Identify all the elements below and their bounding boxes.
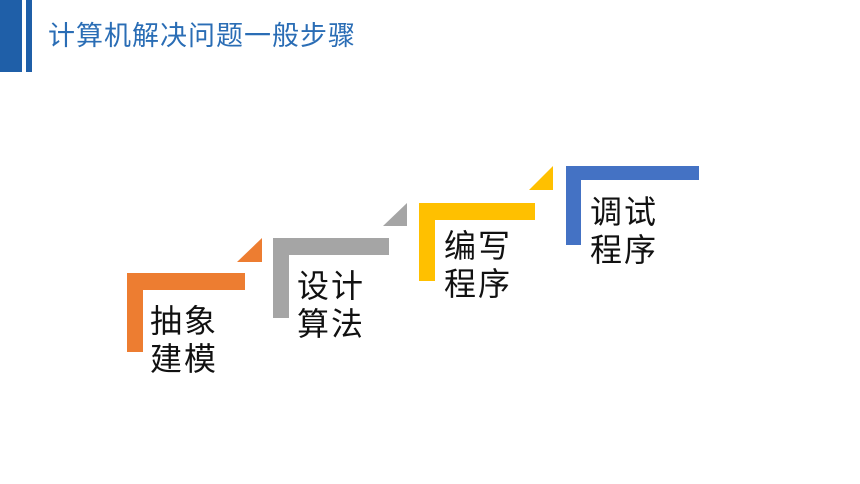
step-4-line-1: 调试 — [590, 193, 659, 231]
step-2-line-2: 算法 — [297, 305, 366, 343]
step-2-shape — [273, 203, 407, 318]
header-bar-left — [0, 0, 22, 72]
step-1-shape — [127, 238, 262, 352]
step-3-label: 编写 程序 — [444, 227, 512, 303]
step-4-shape — [566, 166, 699, 245]
step-1-label: 抽象 建模 — [150, 302, 218, 378]
header-bar-accent — [26, 0, 32, 72]
step-3-line-1: 编写 — [444, 227, 513, 265]
step-4-label: 调试 程序 — [590, 193, 658, 269]
step-4-line-2: 程序 — [590, 231, 659, 269]
page-title: 计算机解决问题一般步骤 — [48, 21, 356, 52]
step-3-shape — [419, 166, 553, 281]
step-1-line-1: 抽象 — [150, 302, 219, 340]
step-3-line-2: 程序 — [444, 265, 513, 303]
step-2-line-1: 设计 — [297, 267, 366, 305]
step-1-line-2: 建模 — [150, 340, 219, 378]
step-2-label: 设计 算法 — [297, 267, 365, 343]
